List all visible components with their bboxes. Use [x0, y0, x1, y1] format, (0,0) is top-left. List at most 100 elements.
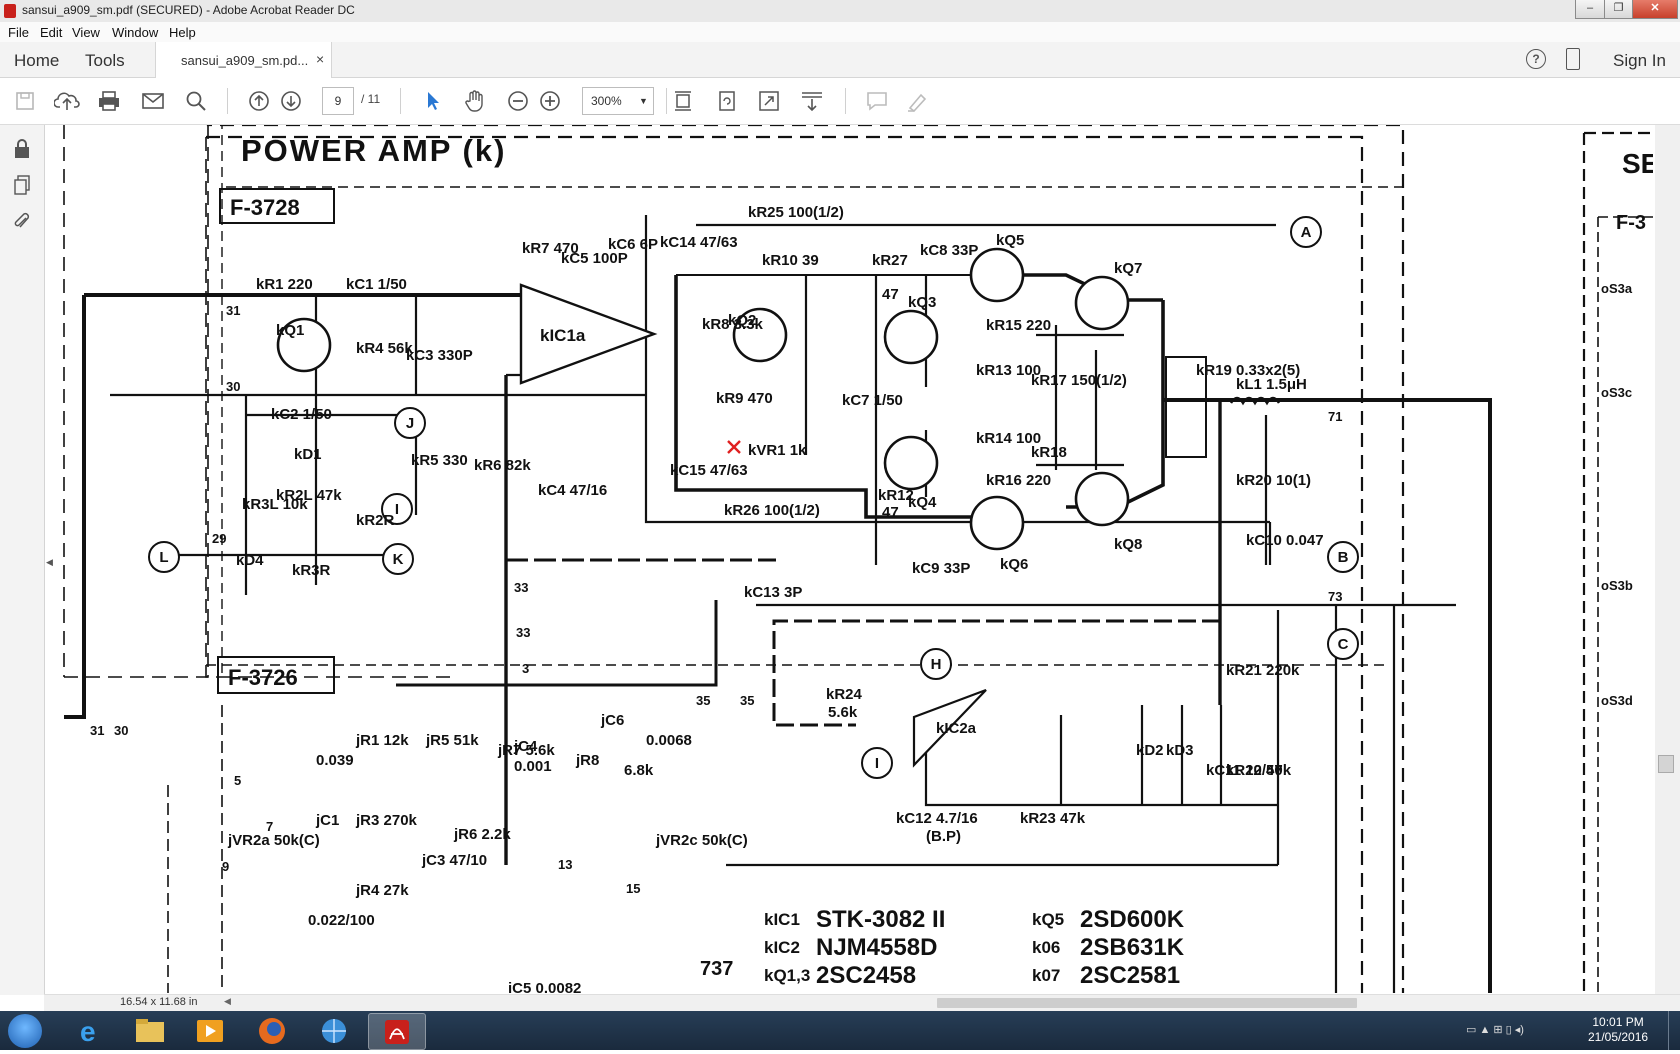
- svg-text:kQ5: kQ5: [996, 232, 1024, 249]
- tab-tools[interactable]: Tools: [85, 51, 125, 70]
- menu-help[interactable]: Help: [169, 25, 196, 40]
- show-desktop-button[interactable]: [1668, 1011, 1677, 1050]
- document-viewport[interactable]: POWER AMP (k) SE F-3728 F-3726 F-3 kR1 2…: [56, 125, 1653, 993]
- page-size-label: 16.54 x 11.68 in: [120, 996, 198, 1008]
- svg-text:kR3L 10k: kR3L 10k: [242, 496, 308, 513]
- svg-text:kC12 4.7/16: kC12 4.7/16: [896, 810, 978, 827]
- close-window-button[interactable]: ✕: [1632, 0, 1678, 19]
- svg-text:jR6 2.2k: jR6 2.2k: [453, 826, 511, 843]
- start-button[interactable]: [8, 1014, 42, 1048]
- svg-text:kR2R: kR2R: [356, 512, 395, 529]
- menu-window[interactable]: Window: [112, 25, 159, 40]
- svg-text:6.8k: 6.8k: [624, 762, 654, 779]
- horizontal-scrollbar[interactable]: 16.54 x 11.68 in ◀: [44, 994, 1680, 1012]
- share-icon[interactable]: [1566, 48, 1580, 70]
- expand-pane-icon[interactable]: ◀: [46, 557, 53, 567]
- svg-text:kD4: kD4: [236, 552, 264, 569]
- svg-text:k07: k07: [1032, 966, 1060, 985]
- minimize-button[interactable]: –: [1575, 0, 1605, 19]
- svg-text:jR4 27k: jR4 27k: [355, 882, 409, 899]
- svg-text:kR15 220: kR15 220: [986, 317, 1051, 334]
- close-tab-icon[interactable]: ×: [316, 51, 325, 67]
- svg-text:kC13 3P: kC13 3P: [744, 584, 802, 601]
- svg-text:I: I: [395, 501, 399, 518]
- previous-page-icon[interactable]: [244, 86, 274, 116]
- firefox-taskbar-icon[interactable]: [244, 1013, 300, 1048]
- svg-text:2SC2581: 2SC2581: [1080, 962, 1180, 989]
- svg-text:kQ1: kQ1: [276, 322, 304, 339]
- svg-text:kR22 47k: kR22 47k: [1226, 762, 1292, 779]
- acrobat-taskbar-icon[interactable]: [368, 1013, 426, 1050]
- svg-text:5: 5: [234, 773, 241, 788]
- svg-text:H: H: [931, 656, 942, 673]
- svg-text:kR20 10(1): kR20 10(1): [1236, 472, 1311, 489]
- window-title: sansui_a909_sm.pdf (SECURED) - Adobe Acr…: [22, 3, 355, 17]
- tab-bar: Home Tools sansui_a909_sm.pd... × ? Sign…: [0, 42, 1680, 78]
- svg-text:3: 3: [522, 661, 529, 676]
- clock-time: 10:01 PM: [1592, 1015, 1644, 1029]
- svg-text:kC8 33P: kC8 33P: [920, 242, 978, 259]
- file-explorer-taskbar-icon[interactable]: [122, 1013, 178, 1048]
- restore-button[interactable]: ❐: [1604, 0, 1633, 19]
- help-icon[interactable]: ?: [1526, 49, 1546, 69]
- menu-edit[interactable]: Edit: [40, 25, 63, 40]
- svg-text:73: 73: [1328, 589, 1342, 604]
- print-icon[interactable]: [94, 86, 124, 116]
- svg-text:kQ6: kQ6: [1000, 556, 1028, 573]
- svg-text:kR26 100(1/2): kR26 100(1/2): [724, 502, 820, 519]
- highlight-pen-icon[interactable]: [903, 86, 933, 116]
- media-player-taskbar-icon[interactable]: [182, 1013, 238, 1048]
- svg-text:71: 71: [1328, 409, 1342, 424]
- select-cursor-icon[interactable]: [418, 86, 448, 116]
- svg-text:5.6k: 5.6k: [828, 704, 858, 721]
- tab-document[interactable]: sansui_a909_sm.pd... ×: [155, 42, 332, 78]
- svg-text:0.001: 0.001: [514, 758, 552, 775]
- fit-page-icon[interactable]: [668, 86, 698, 116]
- tray-icons[interactable]: ▭ ▲ ⊞ ▯ ◂): [1466, 1024, 1524, 1036]
- svg-text:2SD600K: 2SD600K: [1080, 906, 1185, 933]
- menu-view[interactable]: View: [72, 25, 100, 40]
- svg-text:kR8 3.3k: kR8 3.3k: [702, 316, 764, 333]
- svg-text:kR23 47k: kR23 47k: [1020, 810, 1086, 827]
- tab-home[interactable]: Home: [14, 51, 60, 70]
- horizontal-scroll-thumb[interactable]: [937, 998, 1357, 1008]
- svg-text:A: A: [1301, 224, 1312, 241]
- upload-cloud-icon[interactable]: [52, 86, 82, 116]
- svg-text:33: 33: [514, 580, 528, 595]
- zoom-in-icon[interactable]: [535, 86, 565, 116]
- scroll-mode-icon[interactable]: [797, 86, 827, 116]
- scroll-left-icon[interactable]: ◀: [224, 996, 231, 1006]
- email-icon[interactable]: [138, 86, 168, 116]
- search-icon[interactable]: [181, 86, 211, 116]
- page-number-input[interactable]: 9: [322, 87, 354, 115]
- menu-file[interactable]: File: [8, 25, 29, 40]
- svg-text:kC14 47/63: kC14 47/63: [660, 234, 738, 251]
- system-clock[interactable]: 10:01 PM 21/05/2016: [1588, 1015, 1648, 1045]
- svg-text:oS3a: oS3a: [1601, 281, 1633, 296]
- svg-text:kR14 100: kR14 100: [976, 430, 1041, 447]
- toolbar-separator: [400, 88, 401, 114]
- vertical-scrollbar[interactable]: [1655, 125, 1680, 995]
- vertical-scroll-thumb[interactable]: [1658, 755, 1674, 773]
- hand-tool-icon[interactable]: [460, 86, 490, 116]
- svg-text:jC3 47/10: jC3 47/10: [421, 852, 487, 869]
- svg-text:kR10 39: kR10 39: [762, 252, 819, 269]
- pages-thumbnail-icon[interactable]: [13, 175, 31, 200]
- full-screen-icon[interactable]: [754, 86, 784, 116]
- svg-text:kQ2: kQ2: [728, 312, 756, 329]
- internet-explorer-taskbar-icon[interactable]: e: [62, 1013, 118, 1048]
- next-page-icon[interactable]: [276, 86, 306, 116]
- zoom-level-select[interactable]: 300% ▼: [582, 87, 654, 115]
- zoom-out-icon[interactable]: [503, 86, 533, 116]
- svg-text:kC5 100P: kC5 100P: [561, 250, 628, 267]
- comment-icon[interactable]: [862, 86, 892, 116]
- network-globe-taskbar-icon[interactable]: [306, 1013, 362, 1048]
- lock-icon[interactable]: [13, 139, 31, 164]
- attachment-paperclip-icon[interactable]: [13, 211, 31, 236]
- svg-text:kIC2a: kIC2a: [936, 720, 977, 737]
- main-toolbar: 9 / 11 300% ▼: [0, 78, 1680, 125]
- rotate-page-icon[interactable]: [712, 86, 742, 116]
- save-icon[interactable]: [10, 86, 40, 116]
- sign-in-button[interactable]: Sign In: [1613, 51, 1666, 70]
- menu-bar: File Edit View Window Help: [0, 22, 1680, 42]
